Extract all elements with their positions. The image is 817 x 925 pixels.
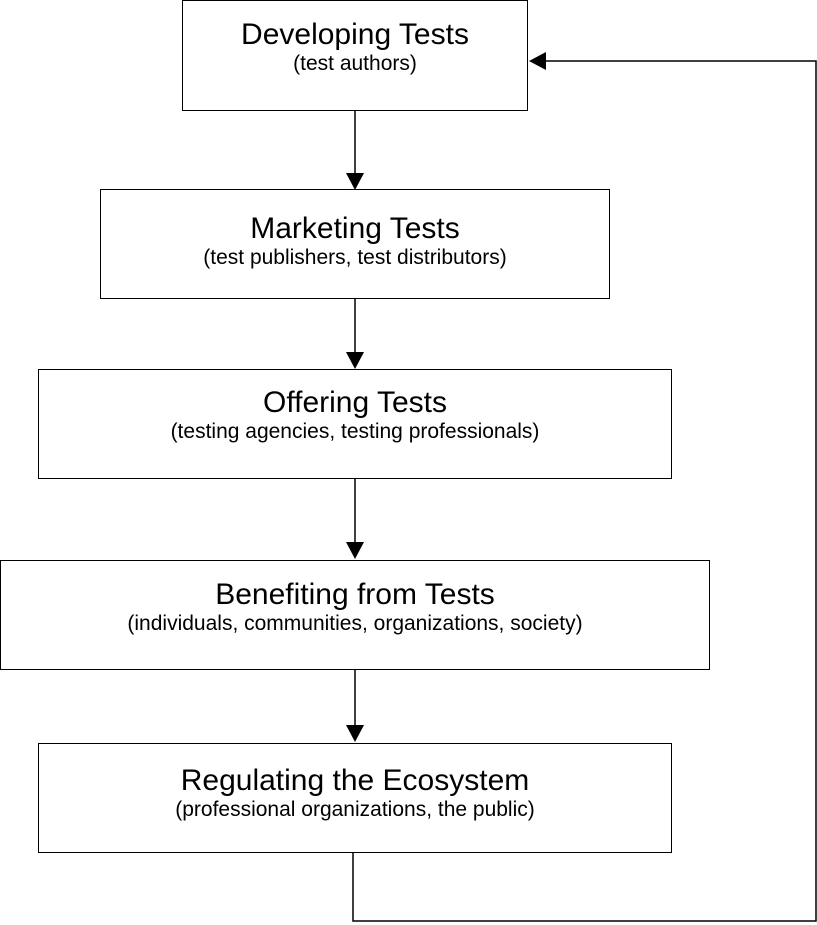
box-developing-tests: Developing Tests (test authors) xyxy=(182,0,528,111)
box-regulating-the-ecosystem: Regulating the Ecosystem (professional o… xyxy=(38,743,672,853)
box-title: Regulating the Ecosystem xyxy=(180,764,530,797)
arrow-benefiting-to-regulating xyxy=(346,670,364,742)
box-marketing-tests: Marketing Tests (test publishers, test d… xyxy=(100,189,610,299)
arrow-offering-to-benefiting xyxy=(346,479,364,559)
box-subtitle: (individuals, communities, organizations… xyxy=(127,612,583,635)
box-title: Benefiting from Tests xyxy=(215,578,495,611)
arrow-developing-to-marketing xyxy=(346,111,364,190)
box-subtitle: (test publishers, test distributors) xyxy=(203,246,507,269)
box-title: Marketing Tests xyxy=(250,212,460,245)
box-subtitle: (test authors) xyxy=(293,52,417,75)
box-offering-tests: Offering Tests (testing agencies, testin… xyxy=(38,369,672,479)
box-benefiting-from-tests: Benefiting from Tests (individuals, comm… xyxy=(0,560,710,670)
feedback-arrow-regulating-to-developing xyxy=(352,52,817,922)
box-title: Developing Tests xyxy=(241,18,469,51)
box-title: Offering Tests xyxy=(263,386,447,419)
box-subtitle: (professional organizations, the public) xyxy=(175,798,535,821)
arrow-marketing-to-offering xyxy=(346,299,364,369)
box-subtitle: (testing agencies, testing professionals… xyxy=(170,420,540,443)
